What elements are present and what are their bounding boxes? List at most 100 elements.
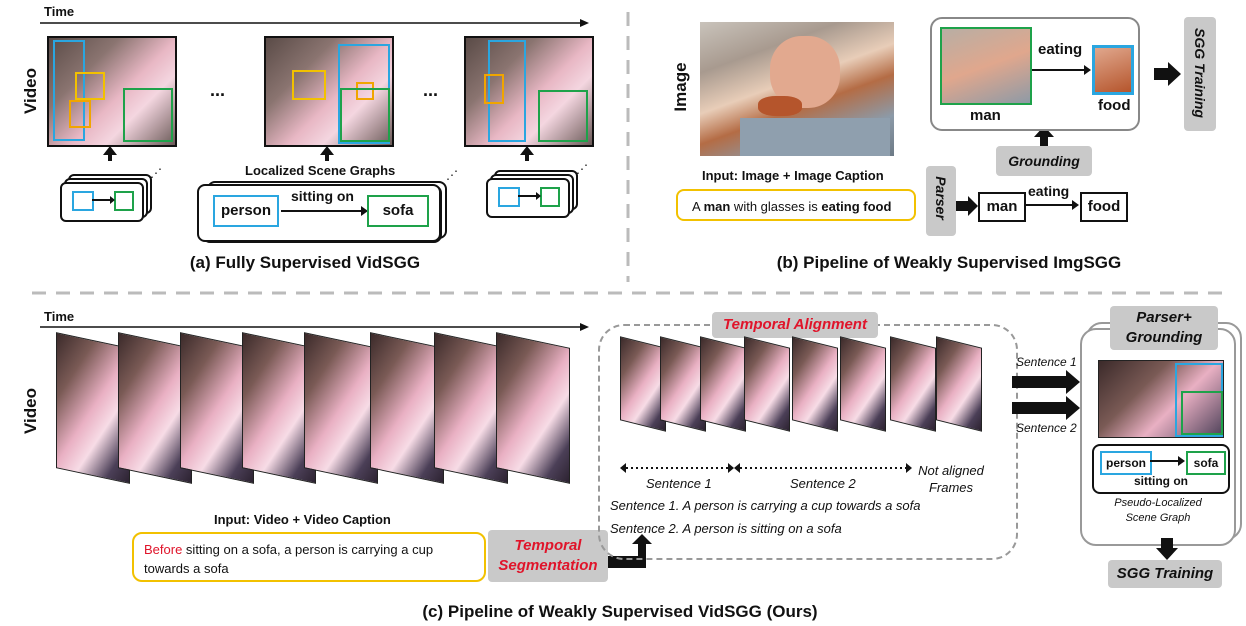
sgg-training-box: SGG Training [1184, 17, 1216, 131]
predicate-label: sitting on [291, 188, 354, 204]
bbox-blue [488, 40, 526, 142]
sentence1-span-label: Sentence 1 [646, 476, 712, 491]
sentence2-span-label: Sentence 2 [790, 476, 856, 491]
not-aligned-label: Not aligned Frames [918, 463, 984, 495]
video-frame [792, 336, 838, 432]
bbox-orange [69, 100, 91, 128]
video-frame [840, 336, 886, 432]
video-frame [304, 332, 378, 484]
temporal-segmentation-label: Temporal Segmentation [498, 537, 598, 574]
bbox-green [1181, 391, 1223, 435]
down-arrow [1156, 538, 1178, 560]
ellipsis: ... [423, 80, 439, 100]
edge-arrow [92, 196, 115, 204]
time-arrow [40, 19, 589, 27]
object-node: food [1080, 192, 1128, 222]
edge-arrow [1032, 65, 1091, 75]
object-node: sofa [367, 195, 429, 227]
pseudo-localized-label: Pseudo-Localized Scene Graph [1114, 497, 1202, 524]
arrow2-label: Sentence 2 [1016, 421, 1077, 435]
temporal-segmentation-box: Temporal Segmentation [488, 530, 608, 582]
sgg-training-label: SGG Training [1192, 28, 1208, 118]
edge-arrow [1024, 200, 1079, 210]
caption-text: A [692, 199, 704, 214]
edge-arrow [1150, 456, 1185, 466]
sentence1-text: Sentence 1. A person is carrying a cup t… [610, 498, 921, 513]
input-label: Input: Image + Image Caption [702, 168, 884, 183]
video-frame-1 [47, 36, 177, 147]
span-arrows [620, 463, 912, 473]
caption-text: eating food [821, 199, 892, 214]
sentence2-text: Sentence 2. A person is sitting on a sof… [610, 521, 842, 536]
video-frame [744, 336, 790, 432]
dots: ⋰ [446, 168, 458, 182]
subject-node: man [978, 192, 1026, 222]
bbox-orange [356, 82, 374, 100]
up-arrows [103, 146, 534, 161]
temporal-alignment-label: Temporal Alignment [723, 316, 867, 333]
localized-scene-graphs-label: Localized Scene Graphs [245, 163, 396, 178]
dots: ⋰ [576, 162, 588, 176]
food-crop [1092, 45, 1134, 95]
bbox-orange [484, 74, 504, 104]
food-label: food [1098, 97, 1131, 114]
scene-graph-small-3 [486, 178, 570, 218]
bbox-green [340, 88, 390, 142]
parser-grounding-box: Parser+ Grounding [1110, 306, 1218, 350]
video-frame-2 [264, 36, 394, 147]
video-frame [890, 336, 936, 432]
input-label: Input: Video + Video Caption [214, 512, 391, 527]
pseudo-localized-result: person sofa sitting on Pseudo-Localized … [1080, 328, 1236, 546]
man-crop [940, 27, 1032, 105]
caption-text: with glasses is [730, 199, 822, 214]
caption-rest: sitting on a sofa, a person is carrying … [144, 542, 434, 576]
pseudo-scene-graph: person sofa sitting on [1092, 444, 1230, 494]
image-label: Image [671, 62, 690, 112]
man-label: man [970, 107, 1001, 124]
panel-b-caption: (b) Pipeline of Weakly Supervised ImgSGG [776, 253, 1122, 272]
arrow1-label: Sentence 1 [1016, 355, 1077, 369]
sgg-training-box: SGG Training [1108, 560, 1222, 588]
grounded-result: man eating food [930, 17, 1140, 131]
food-shape [758, 96, 802, 116]
parser-label: Parser [933, 176, 949, 220]
caption-before: Before [144, 542, 183, 557]
node-green [540, 187, 560, 207]
predicate-label: eating [1028, 183, 1070, 199]
bbox-green [538, 90, 588, 142]
sentence1-arrow [1012, 370, 1080, 394]
up-arrow [1034, 126, 1054, 146]
bbox-blue [53, 40, 85, 141]
video-caption-box: Before sitting on a sofa, a person is ca… [132, 532, 486, 582]
time-arrow [40, 323, 589, 331]
node-green [114, 191, 134, 211]
bbox-yellow [75, 72, 105, 100]
subject-node: person [1100, 451, 1152, 475]
video-frame [700, 336, 746, 432]
node-blue [498, 187, 520, 207]
video-label: Video [21, 388, 40, 434]
panel-a-caption: (a) Fully Supervised VidSGG [189, 253, 421, 272]
bbox-yellow [292, 70, 326, 100]
video-frame [370, 332, 444, 484]
subject-node: person [213, 195, 279, 227]
edge-arrow [281, 206, 368, 216]
shirt-shape [740, 118, 890, 156]
video-frame-3 [464, 36, 594, 147]
scene-graph-small-1 [60, 182, 144, 222]
scene-graph-large: person sitting on sofa [197, 184, 441, 242]
sentence2-arrow [1012, 396, 1080, 420]
parser-box: Parser [926, 166, 956, 236]
dots: ⋰ [150, 166, 162, 180]
grounding-box: Grounding [996, 146, 1092, 176]
temporal-alignment-label-box: Temporal Alignment [712, 312, 878, 338]
panel-c-caption: (c) Pipeline of Weakly Supervised VidSGG… [422, 602, 818, 621]
predicate-label: eating [1038, 41, 1083, 58]
video-frame [936, 336, 982, 432]
time-label: Time [44, 4, 75, 19]
predicate-label: sitting on [1134, 474, 1188, 488]
caption-box: A man with glasses is eating food [676, 189, 916, 221]
object-node: sofa [1186, 451, 1226, 475]
right-arrow [1154, 62, 1181, 86]
